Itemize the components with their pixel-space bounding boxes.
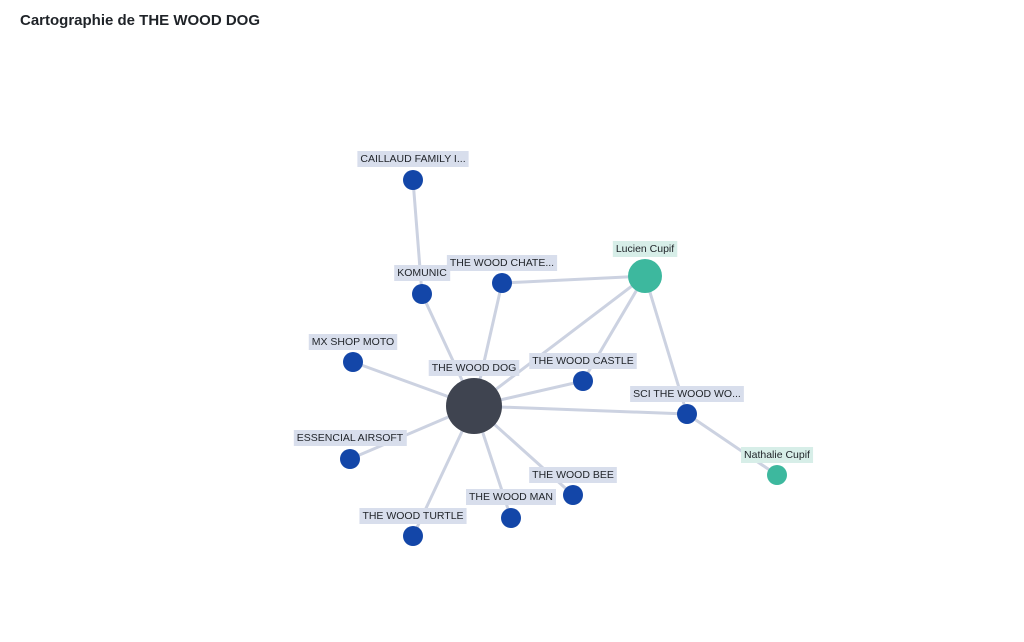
node-label-sci[interactable]: SCI THE WOOD WO... — [630, 386, 744, 402]
node-label-text: THE WOOD CASTLE — [532, 355, 634, 367]
node-label-man[interactable]: THE WOOD MAN — [466, 489, 556, 505]
node-chateau[interactable] — [492, 273, 512, 293]
node-label-background — [529, 353, 637, 369]
node-label-background — [428, 360, 520, 376]
node-label-background — [394, 265, 451, 281]
node-label-background — [293, 430, 407, 446]
node-castle[interactable] — [573, 371, 593, 391]
node-label-chateau[interactable]: THE WOOD CHATE... — [446, 255, 558, 271]
node-mxshop[interactable] — [343, 352, 363, 372]
node-label-background — [466, 489, 556, 505]
edge-sci-wood-dog — [472, 404, 689, 416]
node-label-text: SCI THE WOOD WO... — [633, 388, 741, 400]
page-title: Cartographie de THE WOOD DOG — [20, 12, 261, 29]
node-label-background — [446, 255, 558, 271]
node-label-nathalie[interactable]: Nathalie Cupif — [741, 447, 814, 463]
node-label-bee[interactable]: THE WOOD BEE — [529, 467, 617, 483]
node-label-text: CAILLAUD FAMILY I... — [360, 153, 465, 165]
node-komunic[interactable] — [412, 284, 432, 304]
node-label-background — [612, 241, 678, 257]
node-lucien[interactable] — [628, 259, 662, 293]
node-label-background — [529, 467, 617, 483]
node-label-text: MX SHOP MOTO — [312, 336, 394, 348]
node-label-text: THE WOOD MAN — [469, 491, 553, 503]
node-label-text: THE WOOD CHATE... — [450, 257, 554, 269]
node-label-text: THE WOOD TURTLE — [362, 510, 463, 522]
node-label-text: THE WOOD BEE — [532, 469, 614, 481]
node-label-lucien[interactable]: Lucien Cupif — [612, 241, 678, 257]
node-label-background — [357, 151, 469, 167]
node-turtle[interactable] — [403, 526, 423, 546]
node-label-text: ESSENCIAL AIRSOFT — [297, 432, 404, 444]
node-label-caillaud[interactable]: CAILLAUD FAMILY I... — [357, 151, 469, 167]
node-label-wood-dog[interactable]: THE WOOD DOG — [428, 360, 520, 376]
node-label-text: Nathalie Cupif — [744, 449, 810, 461]
edge-chateau-lucien — [500, 274, 647, 285]
node-label-text: KOMUNIC — [397, 267, 447, 279]
node-man[interactable] — [501, 508, 521, 528]
node-label-mxshop[interactable]: MX SHOP MOTO — [308, 334, 398, 350]
edge-sci-nathalie — [685, 412, 779, 477]
node-label-turtle[interactable]: THE WOOD TURTLE — [359, 508, 467, 524]
node-wood-dog[interactable] — [446, 378, 502, 434]
node-label-komunic[interactable]: KOMUNIC — [394, 265, 451, 281]
node-nathalie[interactable] — [767, 465, 787, 485]
node-caillaud[interactable] — [403, 170, 423, 190]
edge-lucien-wood-dog — [472, 274, 647, 408]
node-label-background — [359, 508, 467, 524]
node-essencial[interactable] — [340, 449, 360, 469]
node-bee[interactable] — [563, 485, 583, 505]
node-label-text: Lucien Cupif — [616, 243, 674, 255]
node-label-background — [741, 447, 814, 463]
node-sci[interactable] — [677, 404, 697, 424]
node-label-background — [308, 334, 398, 350]
node-label-essencial[interactable]: ESSENCIAL AIRSOFT — [293, 430, 407, 446]
node-label-text: THE WOOD DOG — [432, 362, 517, 374]
node-label-background — [630, 386, 744, 402]
node-label-castle[interactable]: THE WOOD CASTLE — [529, 353, 637, 369]
